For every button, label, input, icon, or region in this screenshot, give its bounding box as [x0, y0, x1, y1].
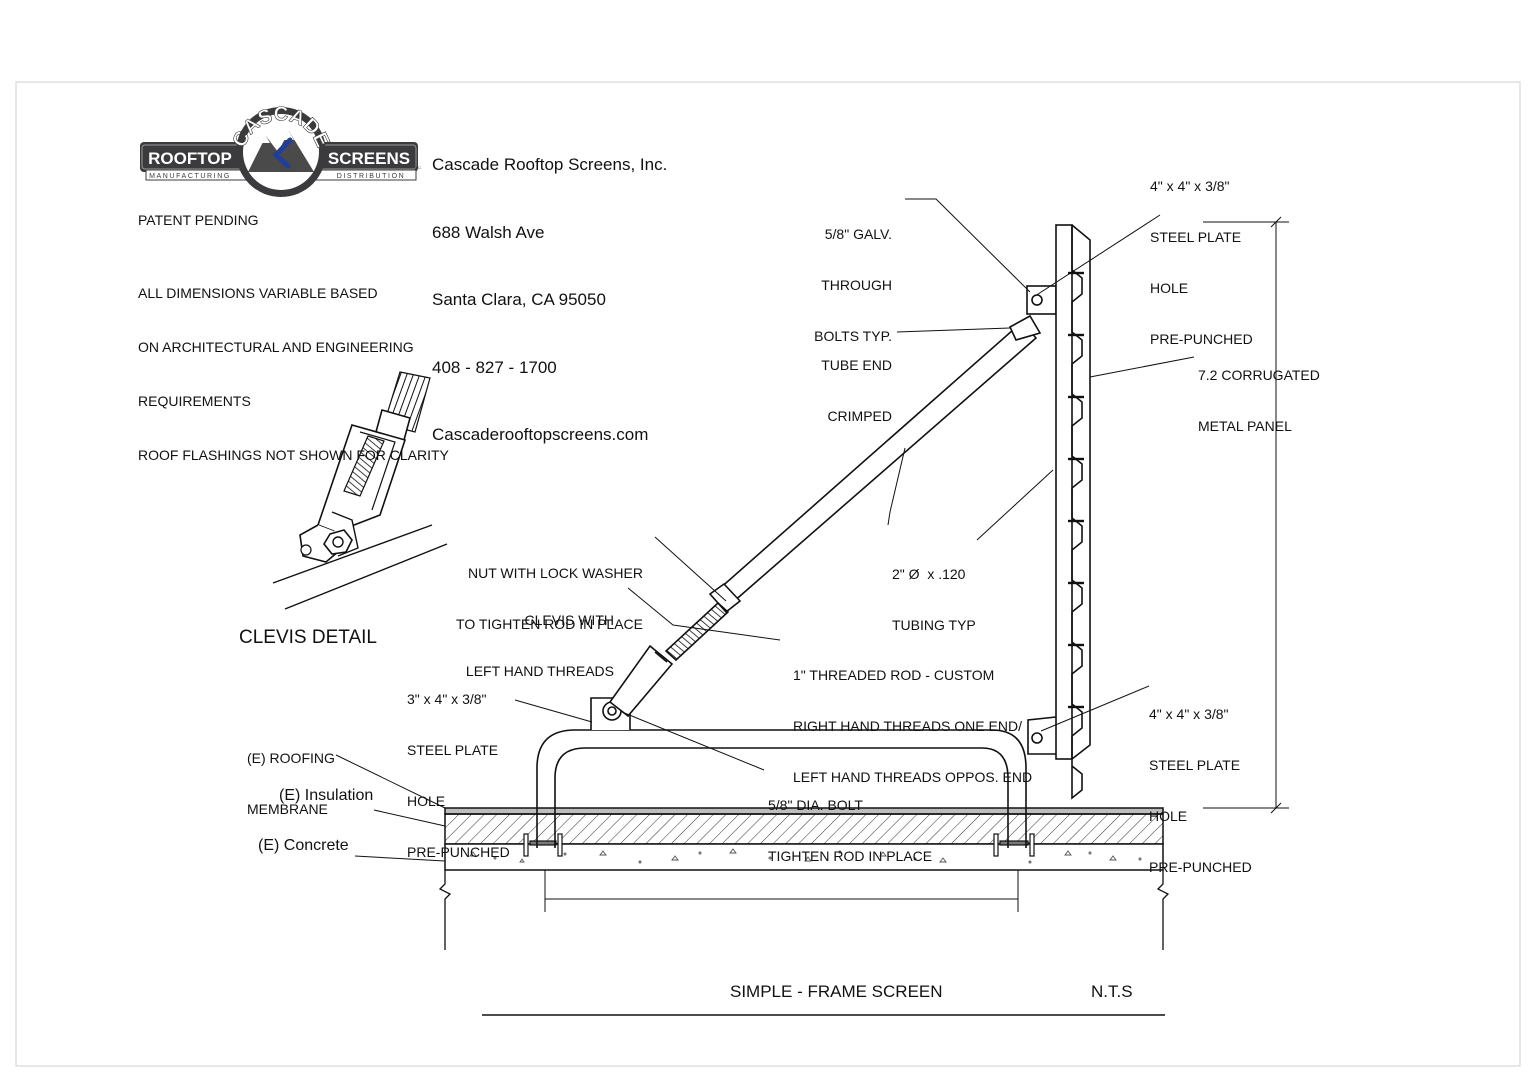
callout-concrete: (E) Concrete	[258, 837, 349, 854]
roof-section	[438, 807, 1170, 950]
vertical-post	[1055, 224, 1073, 760]
callout-bolt: 5/8" DIA. BOLT TIGHTEN ROD IN PLACE	[768, 763, 932, 899]
company-logo: CASCADE ROOFTOP SCREENS MANUFACTURING DI…	[140, 103, 422, 197]
sheet-border	[15, 81, 1521, 1067]
callout-line: HOLE	[1149, 808, 1188, 824]
note-line: REQUIREMENTS	[138, 393, 251, 409]
callout-line: 4" x 4" x 3/8"	[1149, 706, 1229, 722]
panel-ribs	[1071, 224, 1091, 800]
callout-line: HOLE	[407, 793, 446, 809]
company-city: Santa Clara, CA 95050	[432, 290, 606, 309]
logo-left-sub: MANUFACTURING	[149, 173, 231, 180]
company-website[interactable]: Cascaderooftopscreens.com	[432, 425, 649, 444]
callout-line: TUBE END	[821, 357, 892, 373]
callout-line: THROUGH	[821, 277, 892, 293]
general-notes: ALL DIMENSIONS VARIABLE BASED ON ARCHITE…	[138, 248, 449, 500]
drawing-title: SIMPLE - FRAME SCREEN	[730, 982, 943, 1001]
concrete-aggregate	[469, 848, 1142, 864]
callout-top-plate: 4" x 4" x 3/8" STEEL PLATE HOLE PRE-PUNC…	[1150, 144, 1253, 382]
callout-line: MEMBRANE	[247, 801, 328, 817]
clevis-detail-drawing	[272, 371, 448, 610]
logo-right-sub: DISTRIBUTION	[337, 173, 406, 180]
callout-line: PRE-PUNCHED	[1149, 859, 1252, 875]
company-phone: 408 - 827 - 1700	[432, 357, 557, 377]
callout-base-plate: 3" x 4" x 3/8" STEEL PLATE HOLE PRE-PUNC…	[407, 657, 510, 895]
clevis-detail-title: CLEVIS DETAIL	[239, 627, 377, 648]
callout-tubing: 2" Ø x .120 TUBING TYP	[892, 532, 976, 668]
callout-line: 4" x 4" x 3/8"	[1150, 178, 1230, 194]
panel-outline	[1071, 224, 1091, 760]
insulation-layer	[444, 813, 1164, 845]
note-line: ROOF FLASHINGS NOT SHOWN FOR CLARITY	[138, 447, 449, 463]
logo-inc-mark: INC.	[414, 165, 422, 170]
callout-line: TIGHTEN ROD IN PLACE	[768, 848, 933, 864]
callout-line: PRE-PUNCHED	[1150, 331, 1253, 347]
diagonal-brace	[608, 314, 1042, 718]
callout-bottom-plate: 4" x 4" x 3/8" STEEL PLATE HOLE PRE-PUNC…	[1149, 672, 1252, 910]
logo-left-word: ROOFTOP	[148, 149, 232, 168]
callout-line: STEEL PLATE	[1150, 229, 1242, 245]
callout-roofing: (E) ROOFING MEMBRANE	[247, 716, 335, 852]
callout-line: TO TIGHTEN ROD IN PLACE	[456, 616, 643, 632]
height-dimension	[1203, 216, 1289, 814]
callout-line: TUBING TYP	[892, 617, 976, 633]
callout-line: 5/8" DIA. BOLT	[768, 797, 863, 813]
callout-line: CLEVIS WITH	[524, 612, 614, 628]
callout-line: 7.2 CORRUGATED	[1198, 367, 1320, 383]
callout-line: STEEL PLATE	[1149, 757, 1241, 773]
base-dimension	[544, 870, 1019, 912]
callout-line: STEEL PLATE	[407, 742, 499, 758]
callout-line: 1" THREADED ROD - CUSTOM	[793, 667, 995, 683]
callout-line: BOLTS TYP.	[814, 328, 892, 344]
callout-line: 2" Ø x .120	[892, 566, 966, 582]
note-line: ALL DIMENSIONS VARIABLE BASED	[138, 285, 378, 301]
concrete-layer	[444, 843, 1164, 871]
callout-line: NUT WITH LOCK WASHER	[467, 565, 643, 581]
corrugation-profile	[1071, 225, 1083, 800]
callout-line: 3" x 4" x 3/8"	[407, 691, 487, 707]
leader-lines	[335, 198, 1195, 862]
callout-line: METAL PANEL	[1198, 418, 1292, 434]
callout-line: RIGHT HAND THREADS ONE END/	[793, 718, 1022, 734]
corrugated-panel	[1055, 224, 1091, 800]
callout-line: LEFT HAND THREADS	[465, 663, 614, 679]
callout-insulation: (E) Insulation	[279, 787, 374, 804]
anchor-bolts	[523, 833, 1035, 857]
callout-line: CRIMPED	[827, 408, 892, 424]
callout-line: PRE-PUNCHED	[407, 844, 510, 860]
company-street: 688 Walsh Ave	[432, 222, 545, 242]
callout-line: 5/8" GALV.	[824, 226, 892, 242]
callout-panel: 7.2 CORRUGATED METAL PANEL	[1198, 333, 1320, 469]
callout-threaded-rod: 1" THREADED ROD - CUSTOM RIGHT HAND THRE…	[793, 633, 1032, 820]
callout-galv-bolts: 5/8" GALV. THROUGH BOLTS TYP.	[790, 192, 892, 379]
callout-nut: NUT WITH LOCK WASHER TO TIGHTEN ROD IN P…	[440, 531, 643, 667]
callout-line: LEFT HAND THREADS OPPOS. END	[793, 769, 1033, 785]
callout-clevis: CLEVIS WITH LEFT HAND THREADS	[440, 578, 614, 714]
callout-line: (E) ROOFING	[247, 750, 335, 766]
company-info: Cascade Rooftop Screens, Inc. 688 Walsh …	[432, 109, 667, 492]
company-name: Cascade Rooftop Screens, Inc.	[432, 155, 668, 174]
callout-line: HOLE	[1150, 280, 1189, 296]
note-line: ON ARCHITECTURAL AND ENGINEERING	[138, 339, 414, 355]
logo-right-word: SCREENS	[328, 149, 410, 168]
patent-note: PATENT PENDING	[138, 212, 259, 228]
drawing-scale: N.T.S	[1091, 982, 1133, 1001]
callout-tube-end: TUBE END CRIMPED	[792, 323, 892, 459]
